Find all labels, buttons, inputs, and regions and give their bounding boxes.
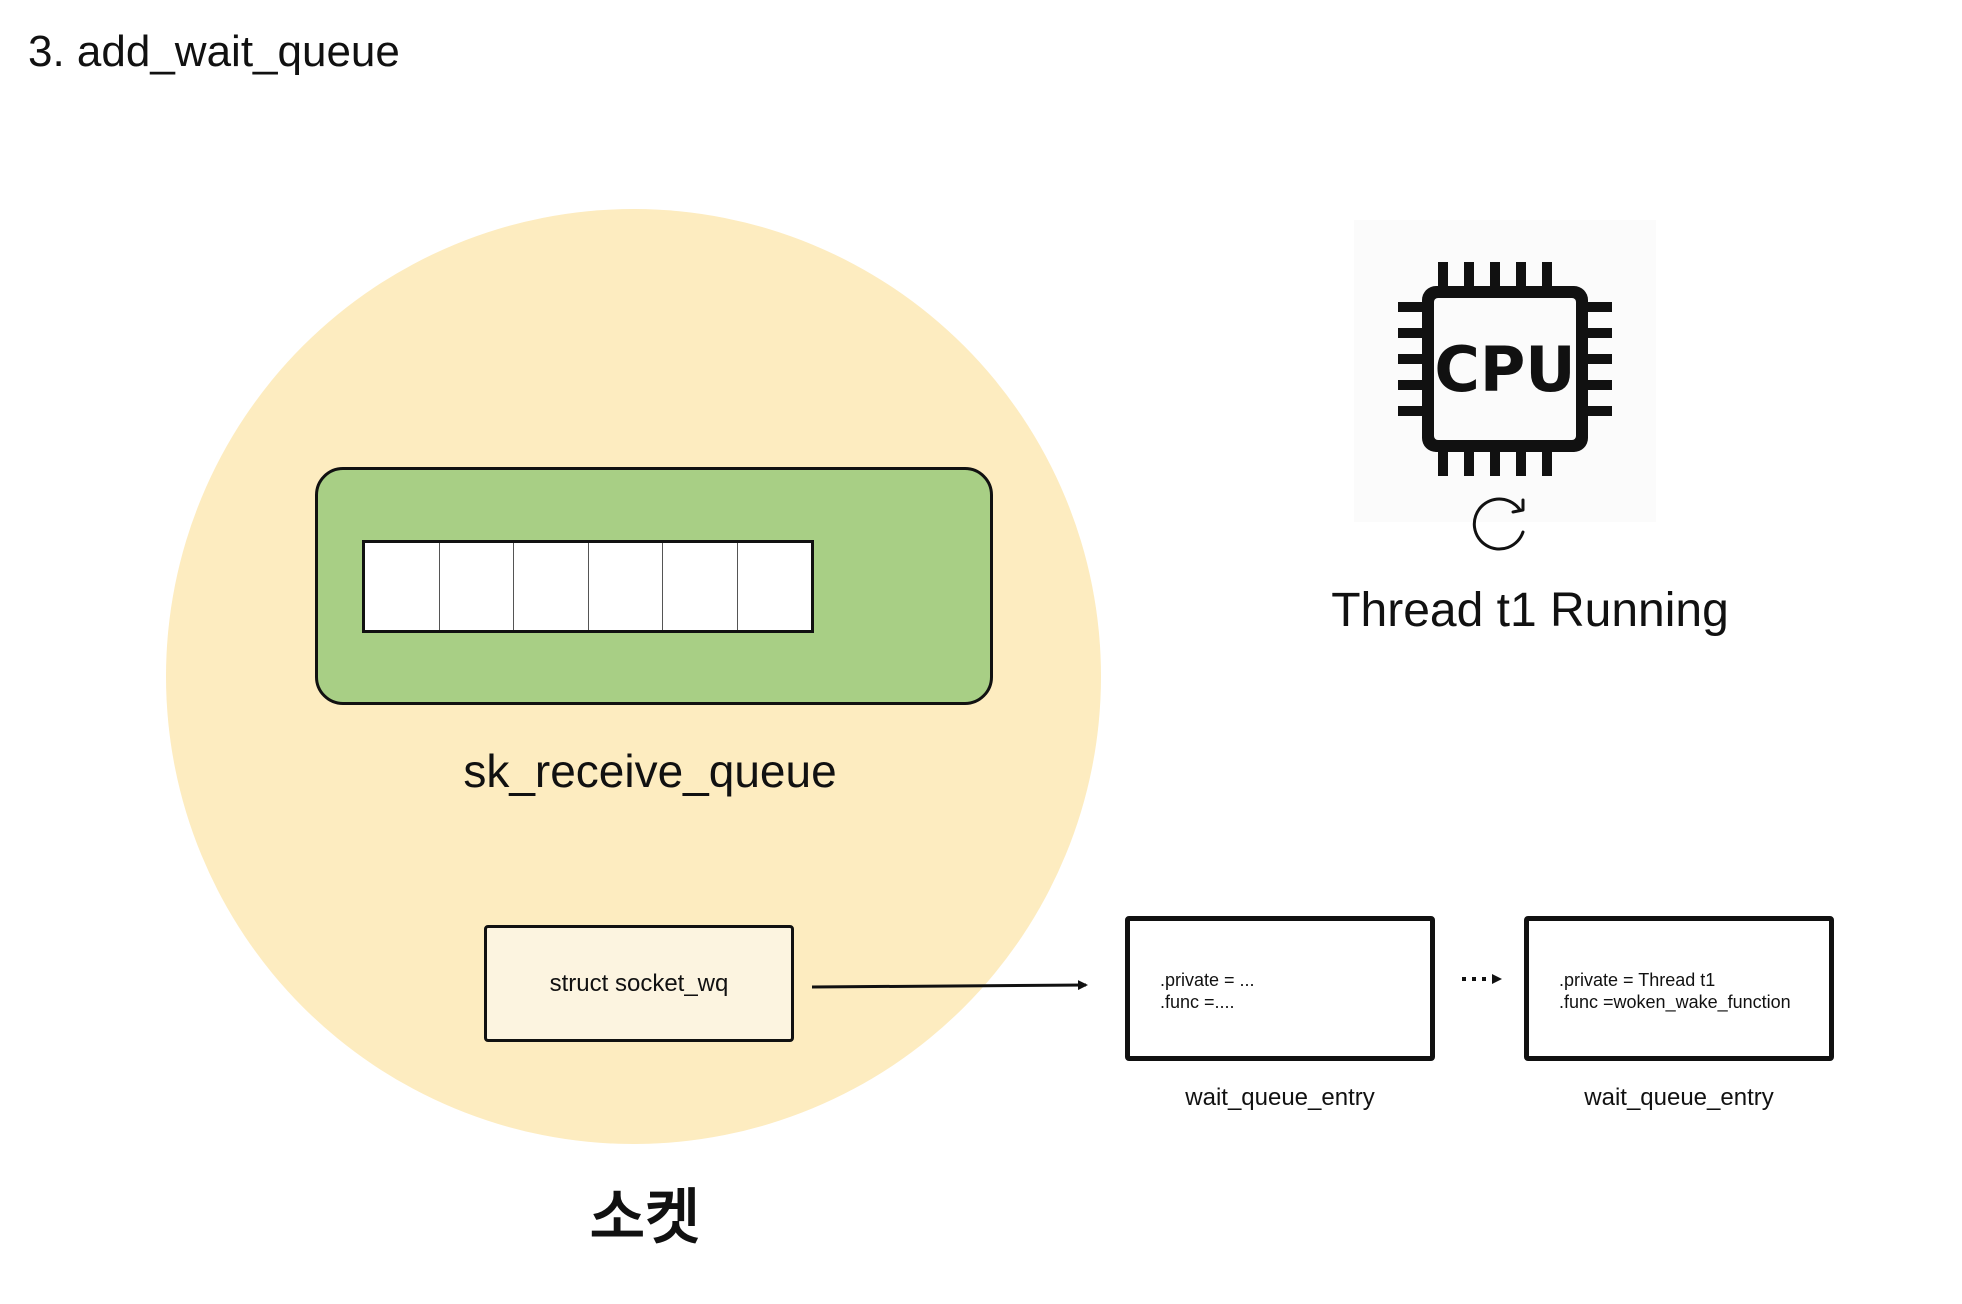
entry-func-field: .func =woken_wake_function: [1559, 992, 1791, 1012]
page-title: 3. add_wait_queue: [28, 27, 400, 76]
wait-queue-entry-label: wait_queue_entry: [1185, 1084, 1375, 1111]
socket-wq-label: struct socket_wq: [549, 969, 729, 997]
refresh-icon: [1472, 497, 1525, 551]
wait-queue-entry-box: .private = Thread t1 .func =woken_wake_f…: [1524, 916, 1834, 1061]
entry-private-field: .private = Thread t1: [1559, 970, 1716, 990]
wait-queue-entry-box: .private = ... .func =....: [1125, 916, 1435, 1061]
socket-wq-box: struct socket_wq: [484, 925, 794, 1042]
queue-slot: [589, 543, 663, 630]
entry-func-field: .func =....: [1160, 992, 1235, 1012]
thread-status-label: Thread t1 Running: [1331, 584, 1729, 637]
cpu-icon: CPU: [1398, 262, 1612, 476]
wq-to-entry-arrow: [811, 980, 1088, 991]
cpu-chip-text: CPU: [1434, 333, 1575, 406]
receive-queue-slots: [362, 540, 814, 633]
wait-queue-entry-label: wait_queue_entry: [1584, 1084, 1774, 1111]
queue-slot: [440, 543, 514, 630]
queue-slot: [514, 543, 589, 630]
queue-slot: [663, 543, 738, 630]
entry-private-field: .private = ...: [1160, 970, 1255, 990]
receive-queue-label: sk_receive_queue: [463, 745, 837, 797]
socket-label: 소켓: [589, 1183, 701, 1253]
queue-slot: [365, 543, 440, 630]
